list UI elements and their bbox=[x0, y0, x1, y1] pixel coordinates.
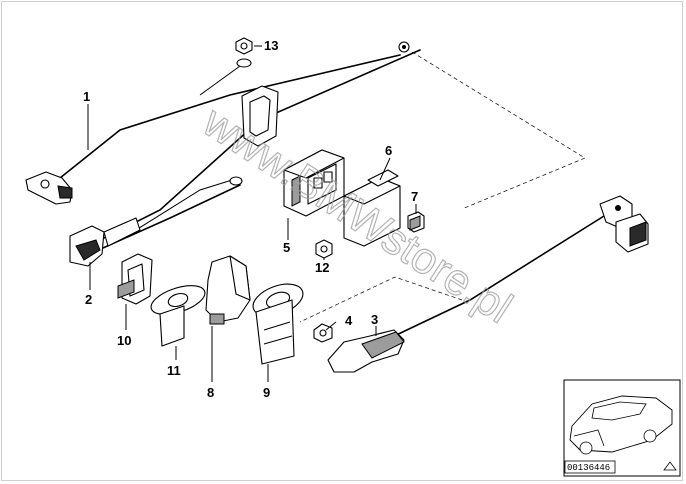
callout-5: 5 bbox=[283, 240, 290, 255]
callout-13: 13 bbox=[264, 38, 278, 53]
callout-12: 12 bbox=[315, 260, 329, 275]
callout-8: 8 bbox=[207, 385, 214, 400]
part-4-nut bbox=[313, 323, 333, 343]
callout-numbers: 1 2 3 4 5 6 7 8 9 10 11 12 13 bbox=[83, 38, 418, 400]
callout-9: 9 bbox=[263, 385, 270, 400]
triangle-icon bbox=[663, 461, 677, 471]
assembly-lines bbox=[299, 51, 586, 323]
callout-11: 11 bbox=[167, 363, 181, 378]
part-7-clip bbox=[407, 211, 425, 233]
callout-6: 6 bbox=[385, 143, 392, 158]
part-6-cover bbox=[343, 169, 401, 247]
part-8-covering-cap bbox=[205, 255, 251, 325]
part-10-holder bbox=[117, 253, 153, 305]
part-11-plug-support bbox=[150, 285, 206, 347]
part-1-battery-cable bbox=[25, 41, 410, 205]
callout-3: 3 bbox=[371, 312, 378, 327]
vehicle-thumbnail: 00136446 bbox=[563, 379, 681, 477]
part-5-distribution-box bbox=[283, 149, 345, 217]
callout-2: 2 bbox=[85, 292, 92, 307]
reference-code: 00136446 bbox=[567, 463, 610, 473]
callout-4: 4 bbox=[345, 313, 353, 328]
part-2-cable-harness bbox=[69, 49, 421, 267]
part-9-grommet-sleeve bbox=[252, 283, 304, 365]
part-12-nut bbox=[315, 239, 333, 259]
callout-7: 7 bbox=[411, 189, 418, 204]
part-3-cable-with-boot bbox=[327, 195, 649, 373]
callout-10: 10 bbox=[117, 333, 131, 348]
part-13-nut bbox=[235, 37, 253, 55]
car-outline-icon bbox=[569, 395, 673, 455]
callout-1: 1 bbox=[83, 89, 90, 104]
leader-lines bbox=[87, 45, 417, 382]
